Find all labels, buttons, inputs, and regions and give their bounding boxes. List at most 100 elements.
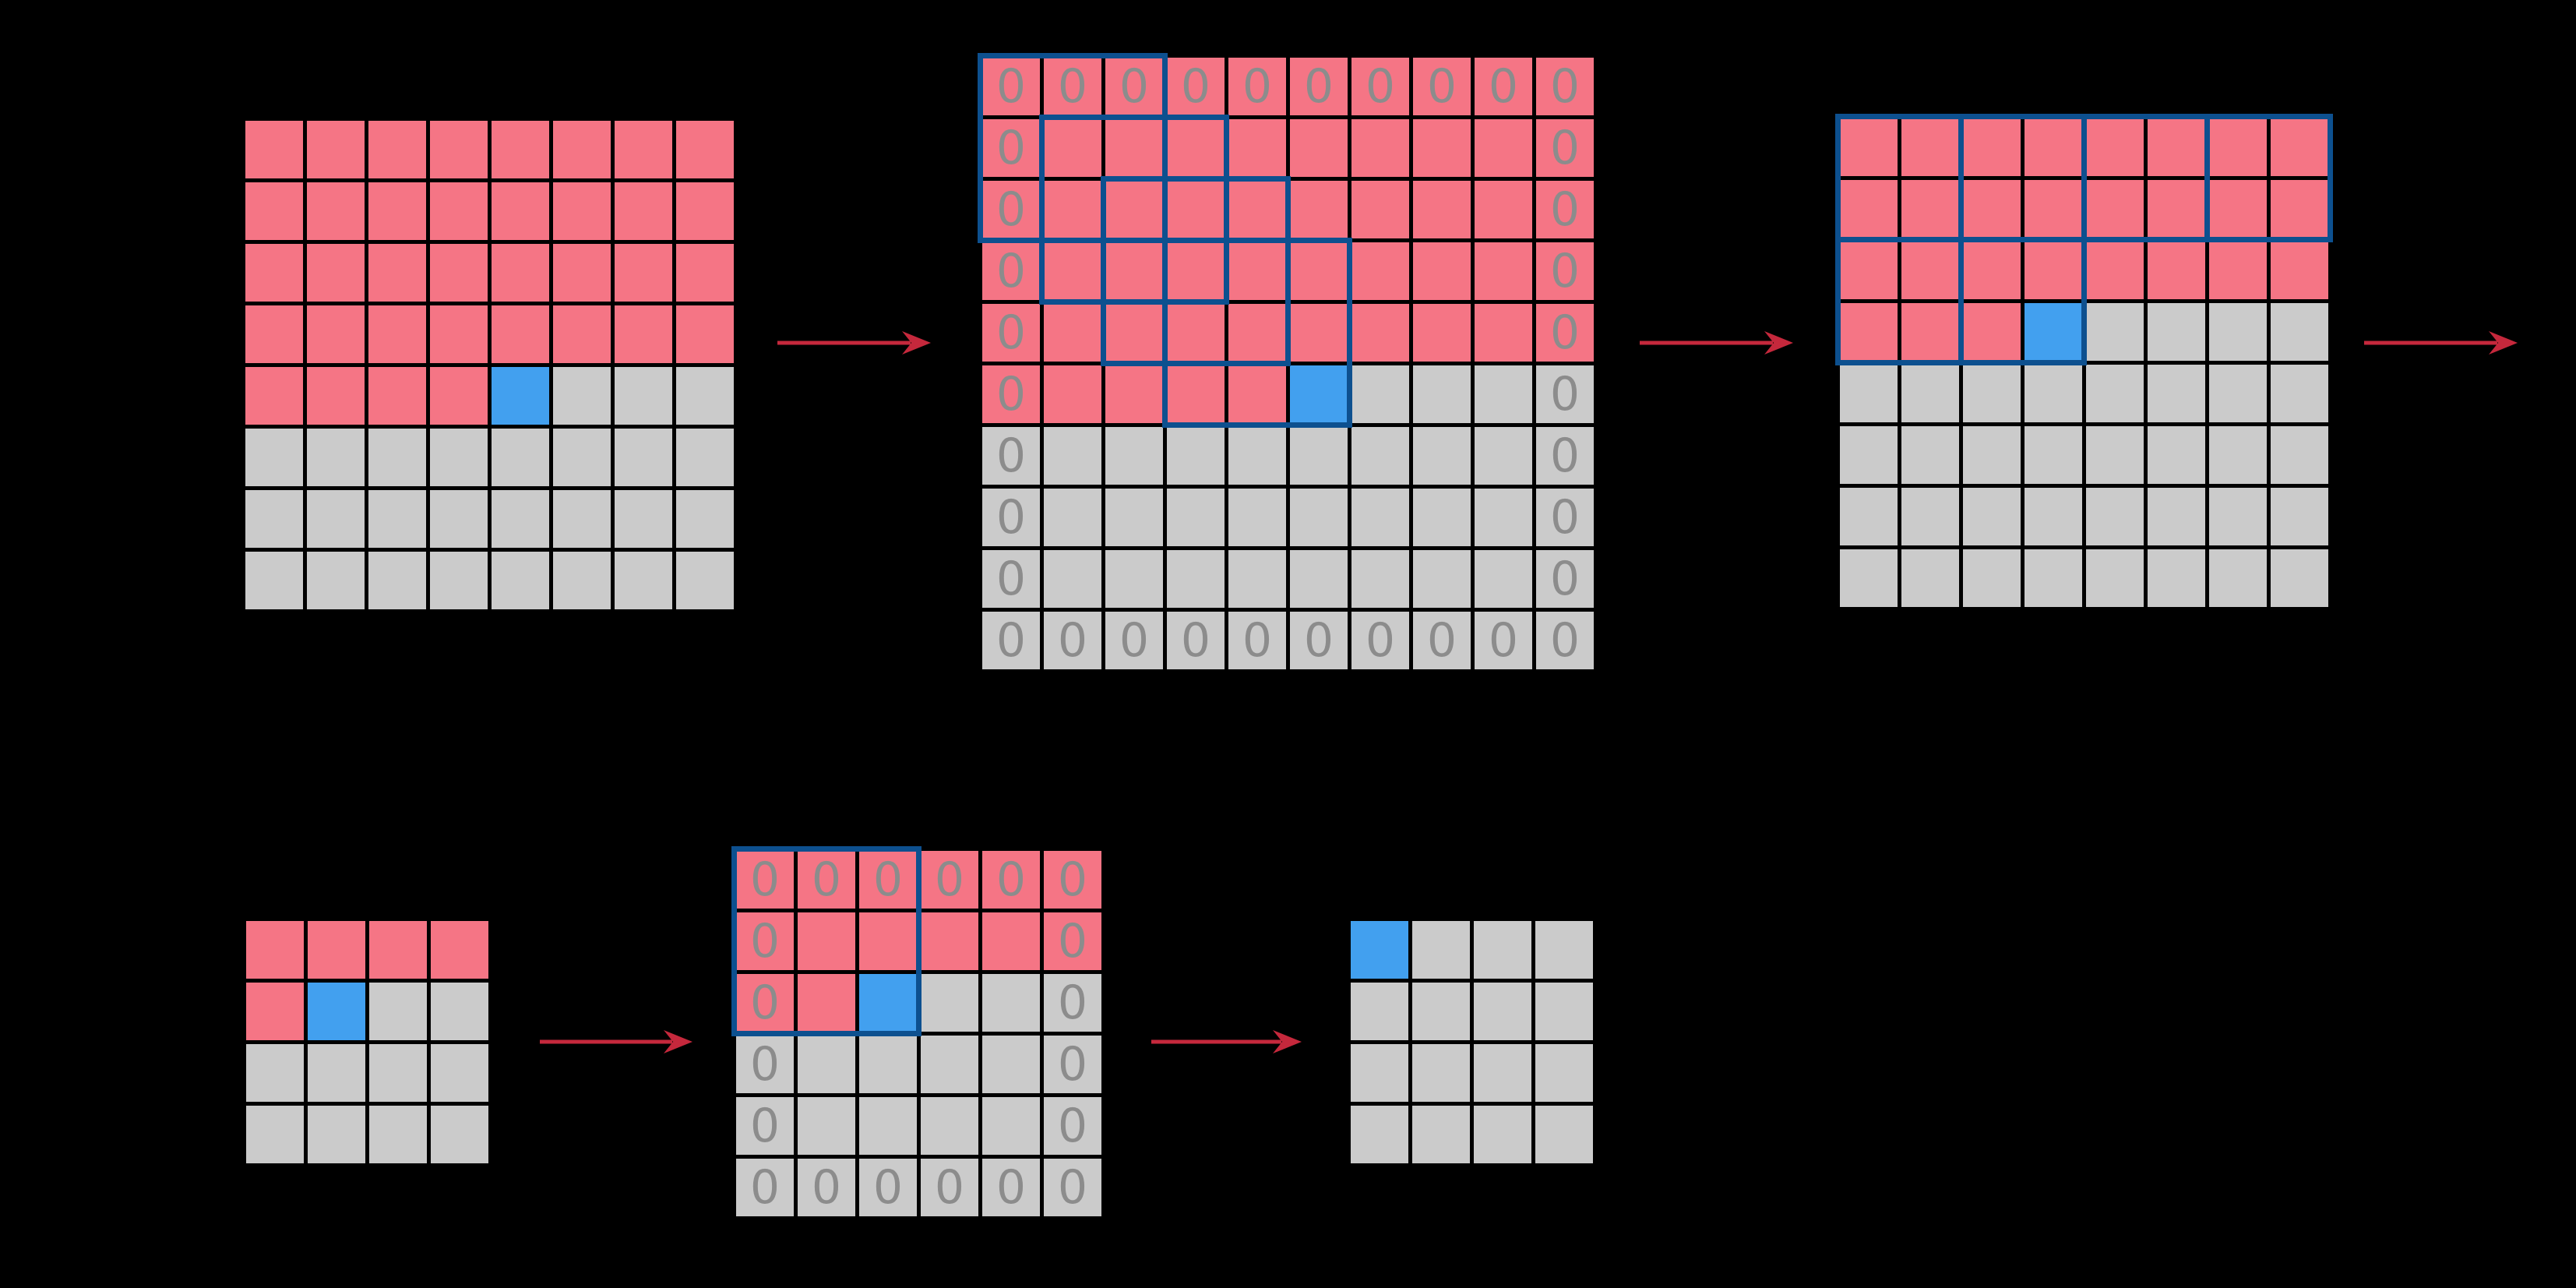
empty-cell: 0	[1290, 612, 1348, 669]
empty-cell: 0	[982, 1159, 1040, 1216]
empty-cell	[2025, 549, 2082, 607]
filled-cell: 0	[1167, 58, 1225, 115]
filled-cell	[553, 182, 611, 240]
empty-cell	[1228, 427, 1286, 485]
empty-cell: 0	[1044, 612, 1101, 669]
empty-cell	[2086, 549, 2144, 607]
filled-cell	[1413, 242, 1471, 300]
empty-cell: 0	[736, 1159, 794, 1216]
filled-cell	[245, 367, 303, 425]
empty-cell: 0	[1536, 550, 1594, 608]
empty-cell	[2271, 549, 2328, 607]
filled-cell	[676, 244, 734, 302]
empty-cell	[676, 552, 734, 609]
empty-cell: 0	[736, 1097, 794, 1155]
output-grid	[1840, 118, 2328, 607]
empty-cell	[615, 367, 672, 425]
filled-cell	[1290, 181, 1348, 238]
filled-cell: 0	[1228, 58, 1286, 115]
empty-cell	[2086, 365, 2144, 422]
filled-cell: 0	[982, 304, 1040, 362]
filled-cell	[1475, 304, 1532, 362]
kernel-outline	[2081, 114, 2210, 242]
highlight-cell	[2025, 303, 2082, 361]
filled-cell	[1105, 181, 1163, 238]
filled-cell	[615, 244, 672, 302]
empty-cell	[1535, 983, 1593, 1040]
empty-cell	[1413, 550, 1471, 608]
filled-cell	[492, 121, 549, 178]
kernel-outline	[1039, 115, 1229, 305]
filled-cell	[1167, 119, 1225, 177]
empty-cell	[430, 552, 488, 609]
empty-cell	[1044, 427, 1101, 485]
filled-cell	[1105, 119, 1163, 177]
filled-cell	[1105, 304, 1163, 362]
empty-cell	[859, 1097, 917, 1155]
empty-cell	[1475, 489, 1532, 546]
filled-cell	[1963, 118, 2021, 176]
filled-cell	[492, 305, 549, 363]
filled-cell	[492, 244, 549, 302]
empty-cell	[921, 974, 978, 1032]
empty-cell	[2209, 303, 2267, 361]
small-output-grid	[1351, 921, 1593, 1163]
empty-cell: 0	[921, 1159, 978, 1216]
filled-cell	[2271, 242, 2328, 299]
filled-cell	[798, 974, 855, 1032]
filled-cell	[676, 121, 734, 178]
empty-cell	[553, 552, 611, 609]
empty-cell	[1963, 365, 2021, 422]
filled-cell	[368, 305, 426, 363]
empty-cell	[2271, 488, 2328, 545]
empty-cell	[1167, 550, 1225, 608]
filled-cell	[982, 912, 1040, 970]
filled-cell	[430, 244, 488, 302]
filled-cell	[1044, 304, 1101, 362]
empty-cell	[1963, 426, 2021, 484]
filled-cell: 0	[982, 365, 1040, 423]
empty-cell	[615, 429, 672, 486]
empty-cell	[308, 1044, 365, 1102]
kernel-outline	[1835, 237, 1964, 365]
filled-cell: 0	[1044, 851, 1101, 909]
empty-cell	[1474, 1044, 1531, 1102]
filled-cell	[2209, 118, 2267, 176]
empty-cell	[859, 1036, 917, 1093]
filled-cell	[1167, 242, 1225, 300]
filled-cell: 0	[982, 242, 1040, 300]
filled-cell: 0	[1536, 58, 1594, 115]
empty-cell	[307, 552, 365, 609]
filled-cell	[1290, 304, 1348, 362]
filled-cell	[1840, 118, 1898, 176]
empty-cell	[1963, 549, 2021, 607]
filled-cell	[553, 244, 611, 302]
filled-cell	[1901, 118, 1959, 176]
empty-cell	[430, 490, 488, 548]
empty-cell	[1290, 489, 1348, 546]
empty-cell	[2025, 426, 2082, 484]
filled-cell	[430, 367, 488, 425]
empty-cell	[2086, 426, 2144, 484]
filled-cell	[2209, 242, 2267, 299]
empty-cell: 0	[1536, 489, 1594, 546]
filled-cell	[553, 305, 611, 363]
empty-cell	[1901, 549, 1959, 607]
filled-cell	[1228, 119, 1286, 177]
empty-cell	[1105, 427, 1163, 485]
empty-cell	[307, 429, 365, 486]
empty-cell	[676, 490, 734, 548]
empty-cell	[921, 1036, 978, 1093]
highlight-cell	[859, 974, 917, 1032]
filled-cell	[1413, 304, 1471, 362]
empty-cell	[2086, 488, 2144, 545]
filled-cell	[1351, 181, 1409, 238]
empty-cell	[368, 429, 426, 486]
input-grid	[245, 121, 734, 609]
filled-cell: 0	[798, 851, 855, 909]
empty-cell: 0	[982, 612, 1040, 669]
empty-cell	[1044, 550, 1101, 608]
empty-cell: 0	[1351, 612, 1409, 669]
filled-cell: 0	[1351, 58, 1409, 115]
filled-cell	[1351, 119, 1409, 177]
